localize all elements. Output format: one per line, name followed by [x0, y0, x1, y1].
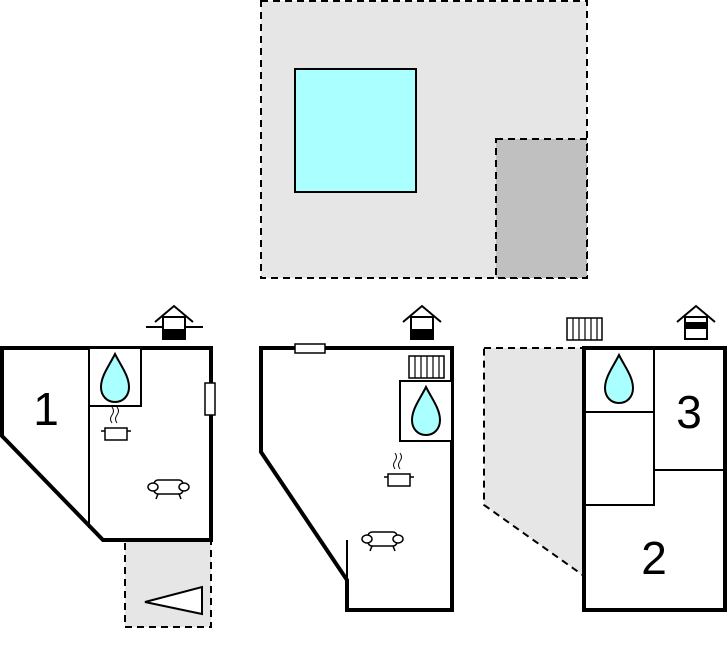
sofa-icon [361, 531, 404, 552]
shower-icon [410, 384, 442, 437]
kitchen-icon [384, 452, 414, 487]
radiator-icon [566, 317, 603, 341]
unit-middle [259, 304, 454, 612]
unit-left-walls [0, 346, 213, 542]
unit-middle-walls [259, 346, 454, 612]
shower-icon [99, 351, 131, 404]
unit-left: 1 [0, 304, 216, 628]
parking-area [495, 138, 588, 279]
room-number-1: 1 [33, 383, 59, 435]
radiator-icon [408, 355, 445, 379]
sofa-icon [147, 479, 190, 500]
stairs-icon [144, 585, 203, 616]
kitchen-icon [101, 406, 131, 441]
unit-right-walls [582, 346, 727, 612]
balcony-area [483, 347, 585, 578]
window-icon [294, 343, 326, 354]
entrance-icon [402, 304, 442, 340]
unit-right: 3 2 [483, 304, 727, 612]
room-number-3: 3 [676, 386, 702, 438]
entrance-icon [146, 304, 203, 340]
room-number-2: 2 [641, 532, 667, 584]
window-icon [204, 382, 216, 416]
outdoor-plot [260, 0, 588, 279]
shower-icon [603, 352, 635, 405]
swimming-pool [294, 68, 417, 193]
entrance-icon [676, 304, 716, 340]
